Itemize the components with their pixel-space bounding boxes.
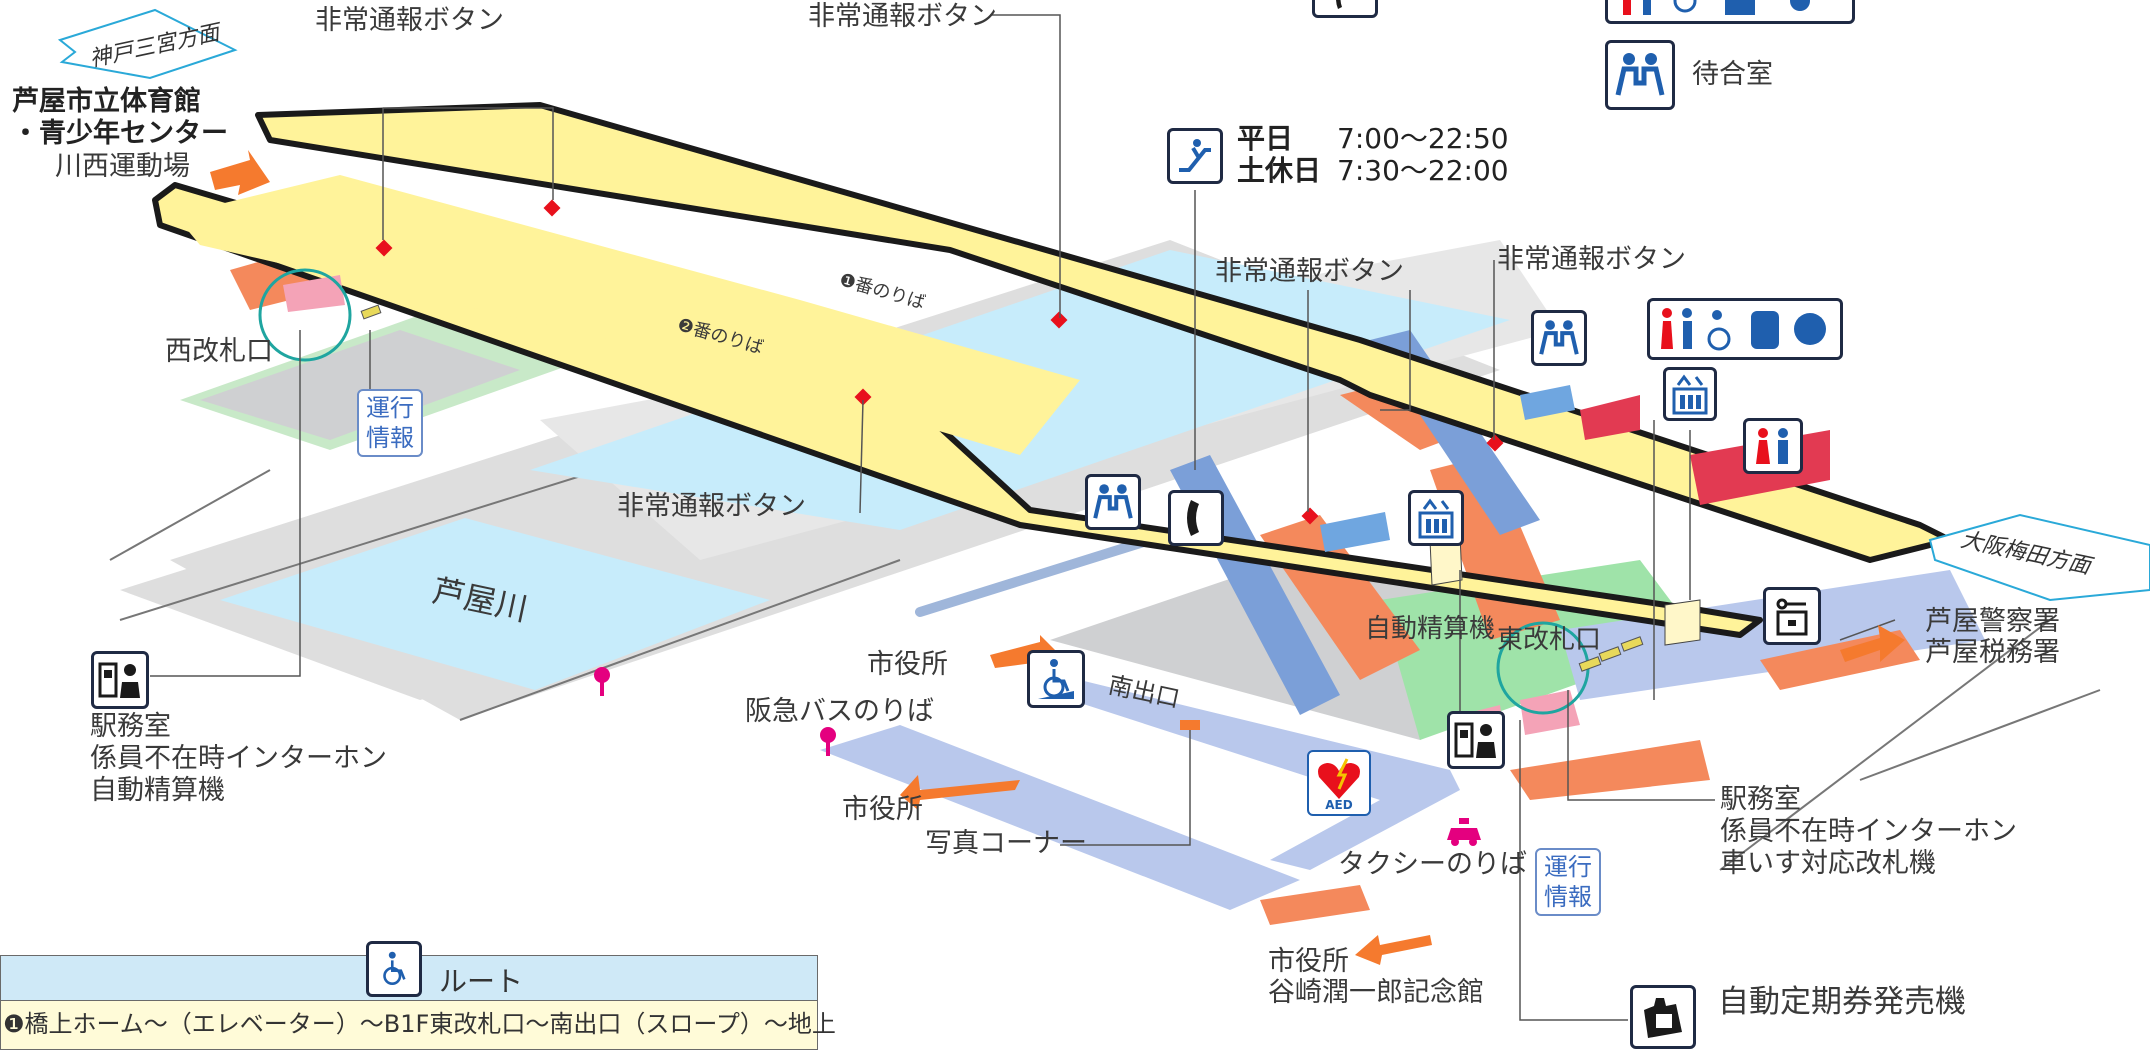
restroom-icon [1623,0,1810,15]
hours-weekday-time: 7:00〜22:50 [1337,122,1509,155]
elevator-icon [1672,374,1708,415]
osaka-direction-arrow [1928,513,2150,602]
restroom-map-icon-1 [1647,298,1843,360]
operation-info-line-1: 運行 [1544,853,1592,881]
escalator-icon [1179,139,1211,172]
telephone-icon [1336,0,1342,9]
coin-locker-map-icon [1763,587,1821,645]
emergency-label-5: 非常通報ボタン [617,491,806,522]
tanizaki-label: 谷崎潤一郎記念館 [1268,977,1484,1008]
coin-locker-icon [1776,598,1808,636]
hankyu-bus-label: 阪急バスのりば [745,696,934,727]
svg-text:AED: AED [1325,798,1352,812]
emergency-label-1: 非常通報ボタン [315,5,504,36]
platform-1 [255,102,1953,563]
waiting-room-icon [1093,484,1133,519]
legend-facilities-icon [1605,0,1855,24]
south-route [1040,680,1460,870]
aed-icon: AED [1318,758,1360,812]
telephone-map-icon [1168,490,1224,546]
wheelchair-icon [383,951,406,985]
waiting-room-icon [1539,320,1579,355]
hours-weekend-label: 土休日 [1237,154,1322,187]
gym-label-1: 芦屋市立体育館 [12,86,201,117]
legend-telephone-icon [1312,0,1378,18]
aed-map-icon: AED [1307,750,1371,816]
taxi-map-icon [1447,818,1481,846]
hours-weekday-label: 平日 [1237,122,1294,155]
hours-weekend-time: 7:30〜22:00 [1337,154,1509,187]
city-hall-label-3: 市役所 [1268,946,1349,977]
operation-info-line-2: 情報 [366,424,414,452]
kobe-direction-arrow [57,8,238,80]
west-office-map-icon [91,651,149,709]
station-office-icon [1454,722,1496,758]
kawanishi-label: 川西運動場 [55,151,190,182]
route-accessible-icon [366,941,422,997]
tax-office-label: 芦屋税務署 [1925,637,2060,668]
route-title: ルート [439,965,524,998]
waiting-room-map-icon-1 [1531,310,1587,366]
ashiya-river [220,518,770,690]
operation-info-line-2: 情報 [1544,883,1592,911]
hours-weekday: 平日 7:00〜22:50 [1237,122,1509,156]
restroom-icon [1756,428,1788,464]
police-label: 芦屋警察署 [1925,606,2060,637]
waiting-room-map-icon-2 [1085,474,1141,530]
elevator-icon [1418,498,1454,539]
emergency-label-3: 非常通報ボタン [1215,256,1404,287]
city-hall-label-1: 市役所 [867,649,948,680]
bus-stop-pins [594,667,836,756]
east-gate-label: 東改札口 [1497,625,1602,655]
route-header: ルート [0,941,818,1001]
taxi-label: タクシーのりば [1338,849,1527,880]
west-gate-label: 西改札口 [165,336,273,367]
east-office-label-2: 係員不在時インターホン [1720,816,2017,847]
west-office-label-3: 自動精算機 [90,775,225,806]
east-office-map-icon [1447,711,1505,769]
operation-info-west: 運行 情報 [357,389,423,457]
elevator-map-icon-2 [1408,490,1464,546]
restroom-icon [1661,308,1826,351]
escalator-hours-icon [1167,128,1223,184]
waiting-room-icon [1615,53,1665,96]
emergency-label-2: 非常通報ボタン [808,1,997,32]
emergency-label-4: 非常通報ボタン [1497,244,1686,275]
accessible-map-icon [1027,650,1085,708]
auto-fare-label: 自動精算機 [1365,614,1496,644]
wheelchair-icon [1038,659,1074,699]
legend-waiting-room-label: 待合室 [1692,59,1773,90]
west-office-label-1: 駅務室 [90,711,171,742]
gym-label-2: ・青少年センター [12,118,228,149]
commuter-pass-map-icon [1630,985,1696,1049]
commuter-pass-icon [1644,998,1682,1038]
operation-info-east: 運行 情報 [1535,848,1601,916]
operation-info-line-1: 運行 [366,394,414,422]
hours-weekend: 土休日 7:30〜22:00 [1237,154,1509,188]
restroom-map-icon-2 [1743,418,1803,474]
commuter-pass-label: 自動定期券発売機 [1718,984,1966,1020]
taxi-icon [1447,818,1481,846]
elevator-map-icon-1 [1663,367,1717,421]
west-office-label-2: 係員不在時インターホン [90,743,387,774]
telephone-icon [1187,500,1199,536]
station-office-icon [98,662,140,698]
east-office-label-1: 駅務室 [1720,784,1801,815]
route-text: ❶橋上ホーム〜（エレベーター）〜B1F東改札口〜南出口（スロープ）〜地上 [0,1001,836,1050]
city-hall-label-2: 市役所 [842,794,923,825]
photo-corner-label: 写真コーナー [925,828,1087,859]
east-office-label-3: 車いす対応改札機 [1720,848,1936,879]
legend-waiting-room-icon [1605,40,1675,110]
